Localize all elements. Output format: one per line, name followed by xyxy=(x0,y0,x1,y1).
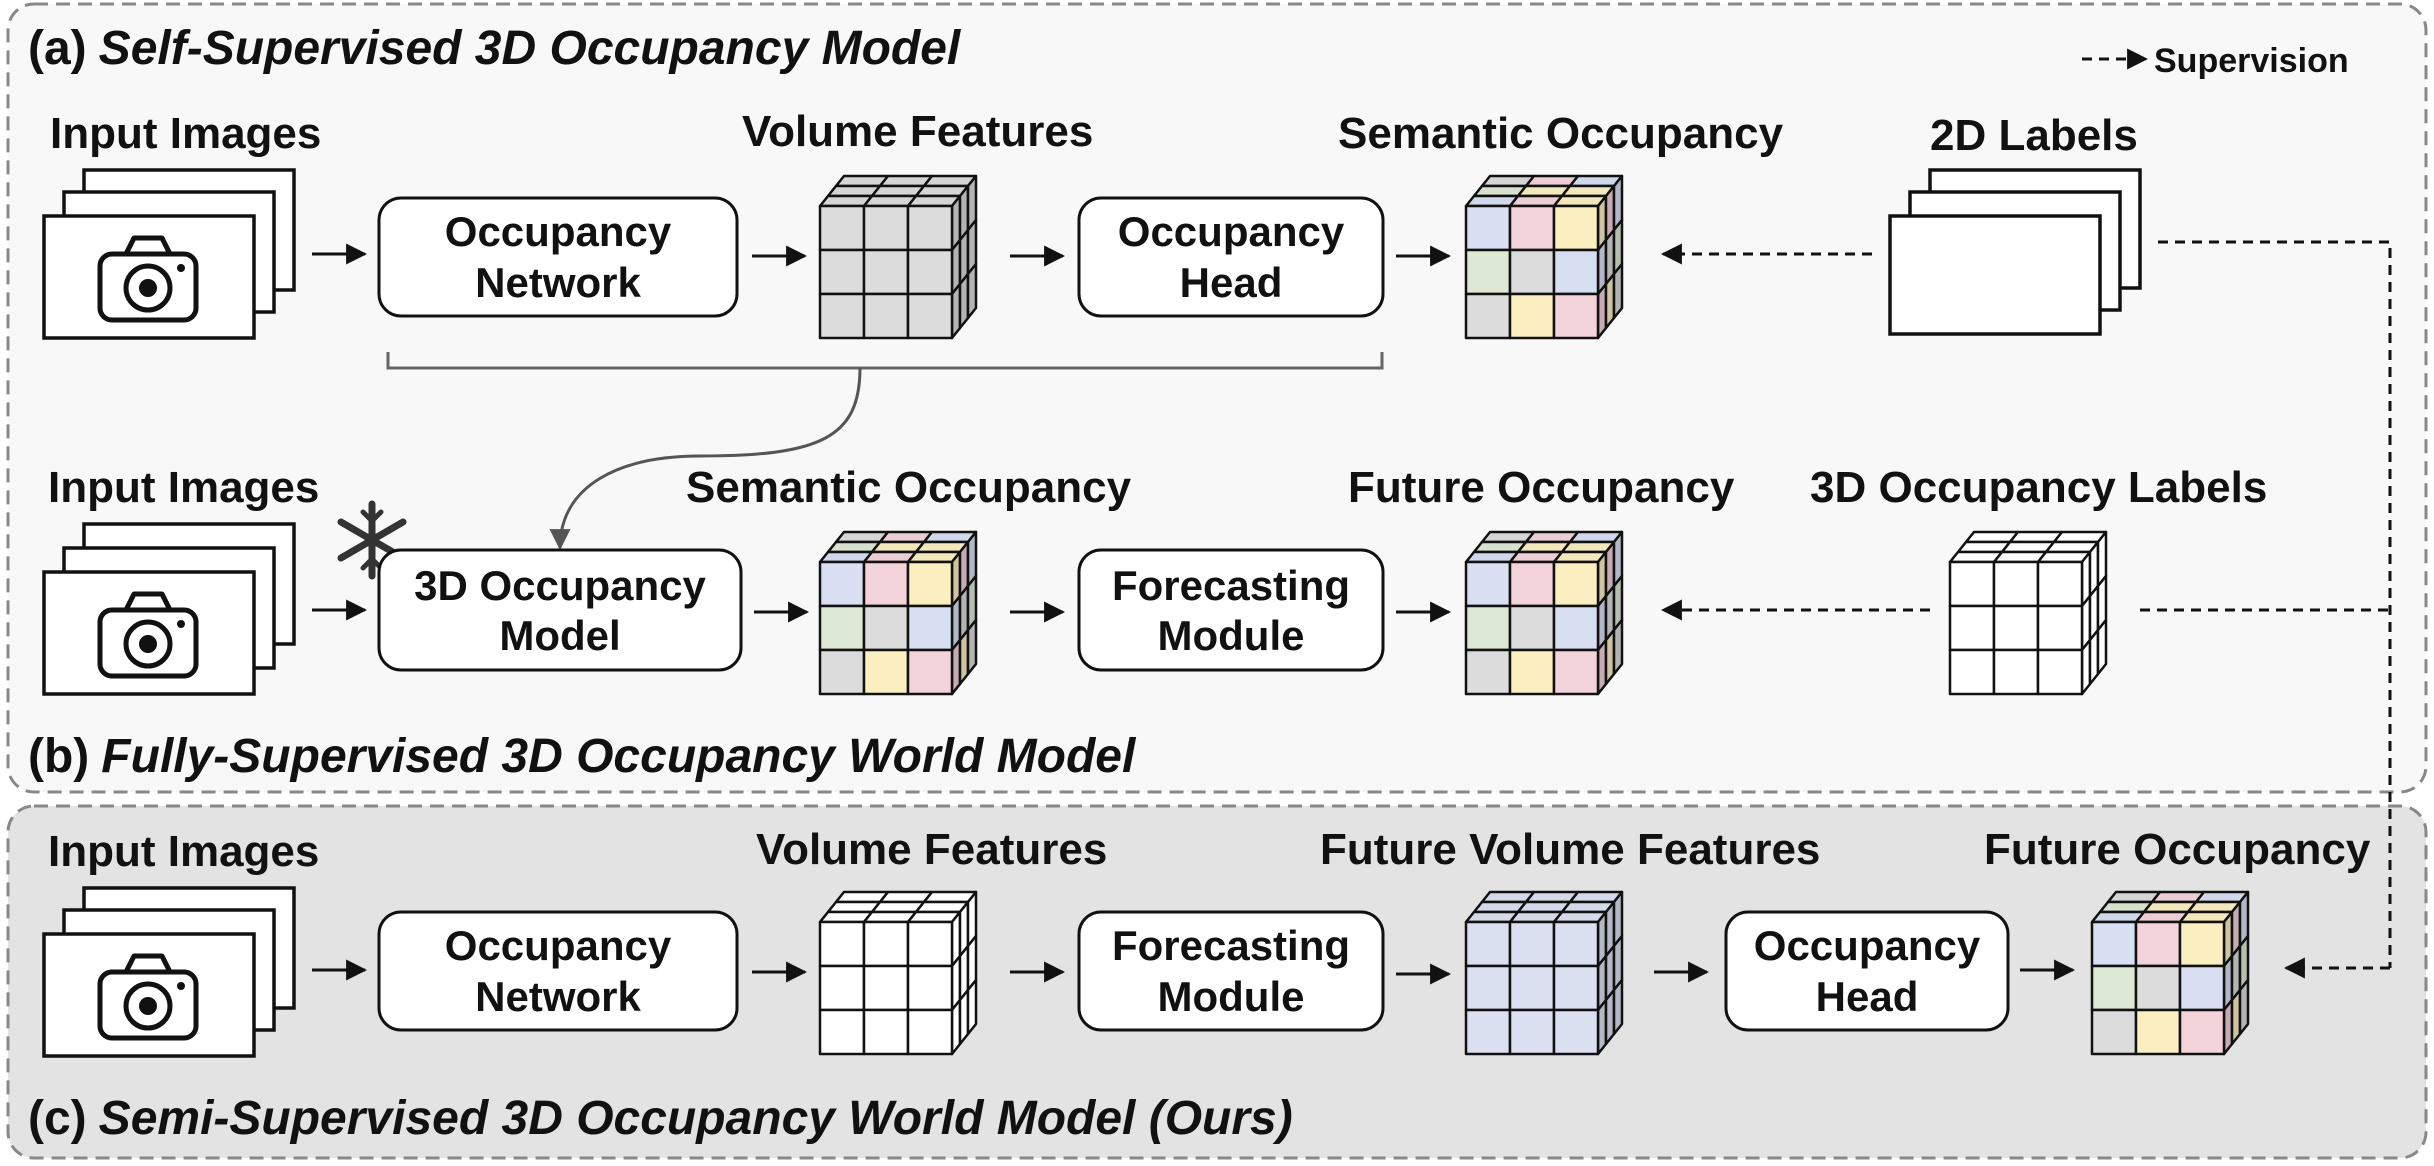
panel-c-head-line2: Head xyxy=(1816,973,1919,1020)
panel-a-title: (a)Self-Supervised 3D Occupancy Model xyxy=(28,22,962,75)
panel-c-head-line1: Occupancy xyxy=(1754,922,1981,969)
panel-a-occupancy-head-box xyxy=(1077,196,1385,318)
legend-supervision-label: Supervision xyxy=(2154,42,2349,80)
panel-c-title: (c)Semi-Supervised 3D Occupancy World Mo… xyxy=(28,1092,1293,1145)
legend-box xyxy=(2056,28,2384,88)
panel-c-future-label: Future Occupancy xyxy=(1984,825,2371,874)
panel-c-forecasting-module-box xyxy=(1077,910,1385,1032)
panel-c-forecast-line1: Forecasting xyxy=(1112,922,1350,969)
panel-b-forecasting-module-box xyxy=(1077,548,1385,672)
panel-b-title: (b)Fully-Supervised 3D Occupancy World M… xyxy=(28,730,1137,783)
panel-a-head-line2: Head xyxy=(1180,259,1283,306)
panel-a-occupancy-network-box xyxy=(377,196,739,318)
panel-a-2d-labels-stack xyxy=(1888,168,2142,336)
panel-c-input-images xyxy=(42,886,296,1058)
panel-a-volume-label: Volume Features xyxy=(742,107,1093,156)
panel-c-network-line1: Occupancy xyxy=(445,922,672,969)
panel-c-volume-label: Volume Features xyxy=(756,825,1107,874)
panel-b-forecast-line2: Module xyxy=(1158,612,1305,659)
panel-a-network-line1: Occupancy xyxy=(445,208,672,255)
panel-c-future-volume-cube xyxy=(1464,890,1624,1056)
panel-b-future-cube xyxy=(1464,530,1624,696)
panel-b-semantic-label: Semantic Occupancy xyxy=(686,463,1132,512)
panel-a-to-b-curve xyxy=(549,367,862,551)
panel-a-2d-labels-label: 2D Labels xyxy=(1930,111,2138,160)
panel-a-bracket xyxy=(386,352,1384,370)
panel-c-future-volume-label: Future Volume Features xyxy=(1320,825,1820,874)
panel-b-model-line2: Model xyxy=(499,612,620,659)
panel-a-semantic-label: Semantic Occupancy xyxy=(1338,109,1784,158)
panel-c-occupancy-head-box xyxy=(1724,910,2010,1032)
panel-a-semantic-cube xyxy=(1464,174,1624,340)
panel-a-input-images xyxy=(42,168,296,340)
panel-b-future-label: Future Occupancy xyxy=(1348,463,1735,512)
panel-c-forecast-line2: Module xyxy=(1158,973,1305,1020)
panel-b-3d-occupancy-model-box xyxy=(377,548,743,672)
panel-b-3d-labels-label: 3D Occupancy Labels xyxy=(1810,463,2267,512)
panel-c-volume-cube xyxy=(818,890,978,1056)
panel-b-input-images xyxy=(42,522,296,696)
panel-b-input-label: Input Images xyxy=(48,463,319,512)
panel-c-occupancy-network-box xyxy=(377,910,739,1032)
panel-c-future-cube xyxy=(2090,890,2250,1056)
panel-c-network-line2: Network xyxy=(475,973,641,1020)
panel-b-forecast-line1: Forecasting xyxy=(1112,562,1350,609)
panel-a-network-line2: Network xyxy=(475,259,641,306)
panel-a-volume-cube xyxy=(818,174,978,340)
panel-a-input-label: Input Images xyxy=(50,109,321,158)
panel-c-input-label: Input Images xyxy=(48,827,319,876)
panel-a-head-line1: Occupancy xyxy=(1118,208,1345,255)
supervision-dashed-connector xyxy=(2158,240,2392,968)
panel-b-3d-labels-cube xyxy=(1948,530,2108,696)
panel-b-semantic-cube xyxy=(818,530,978,696)
panel-b-model-line1: 3D Occupancy xyxy=(414,562,706,609)
